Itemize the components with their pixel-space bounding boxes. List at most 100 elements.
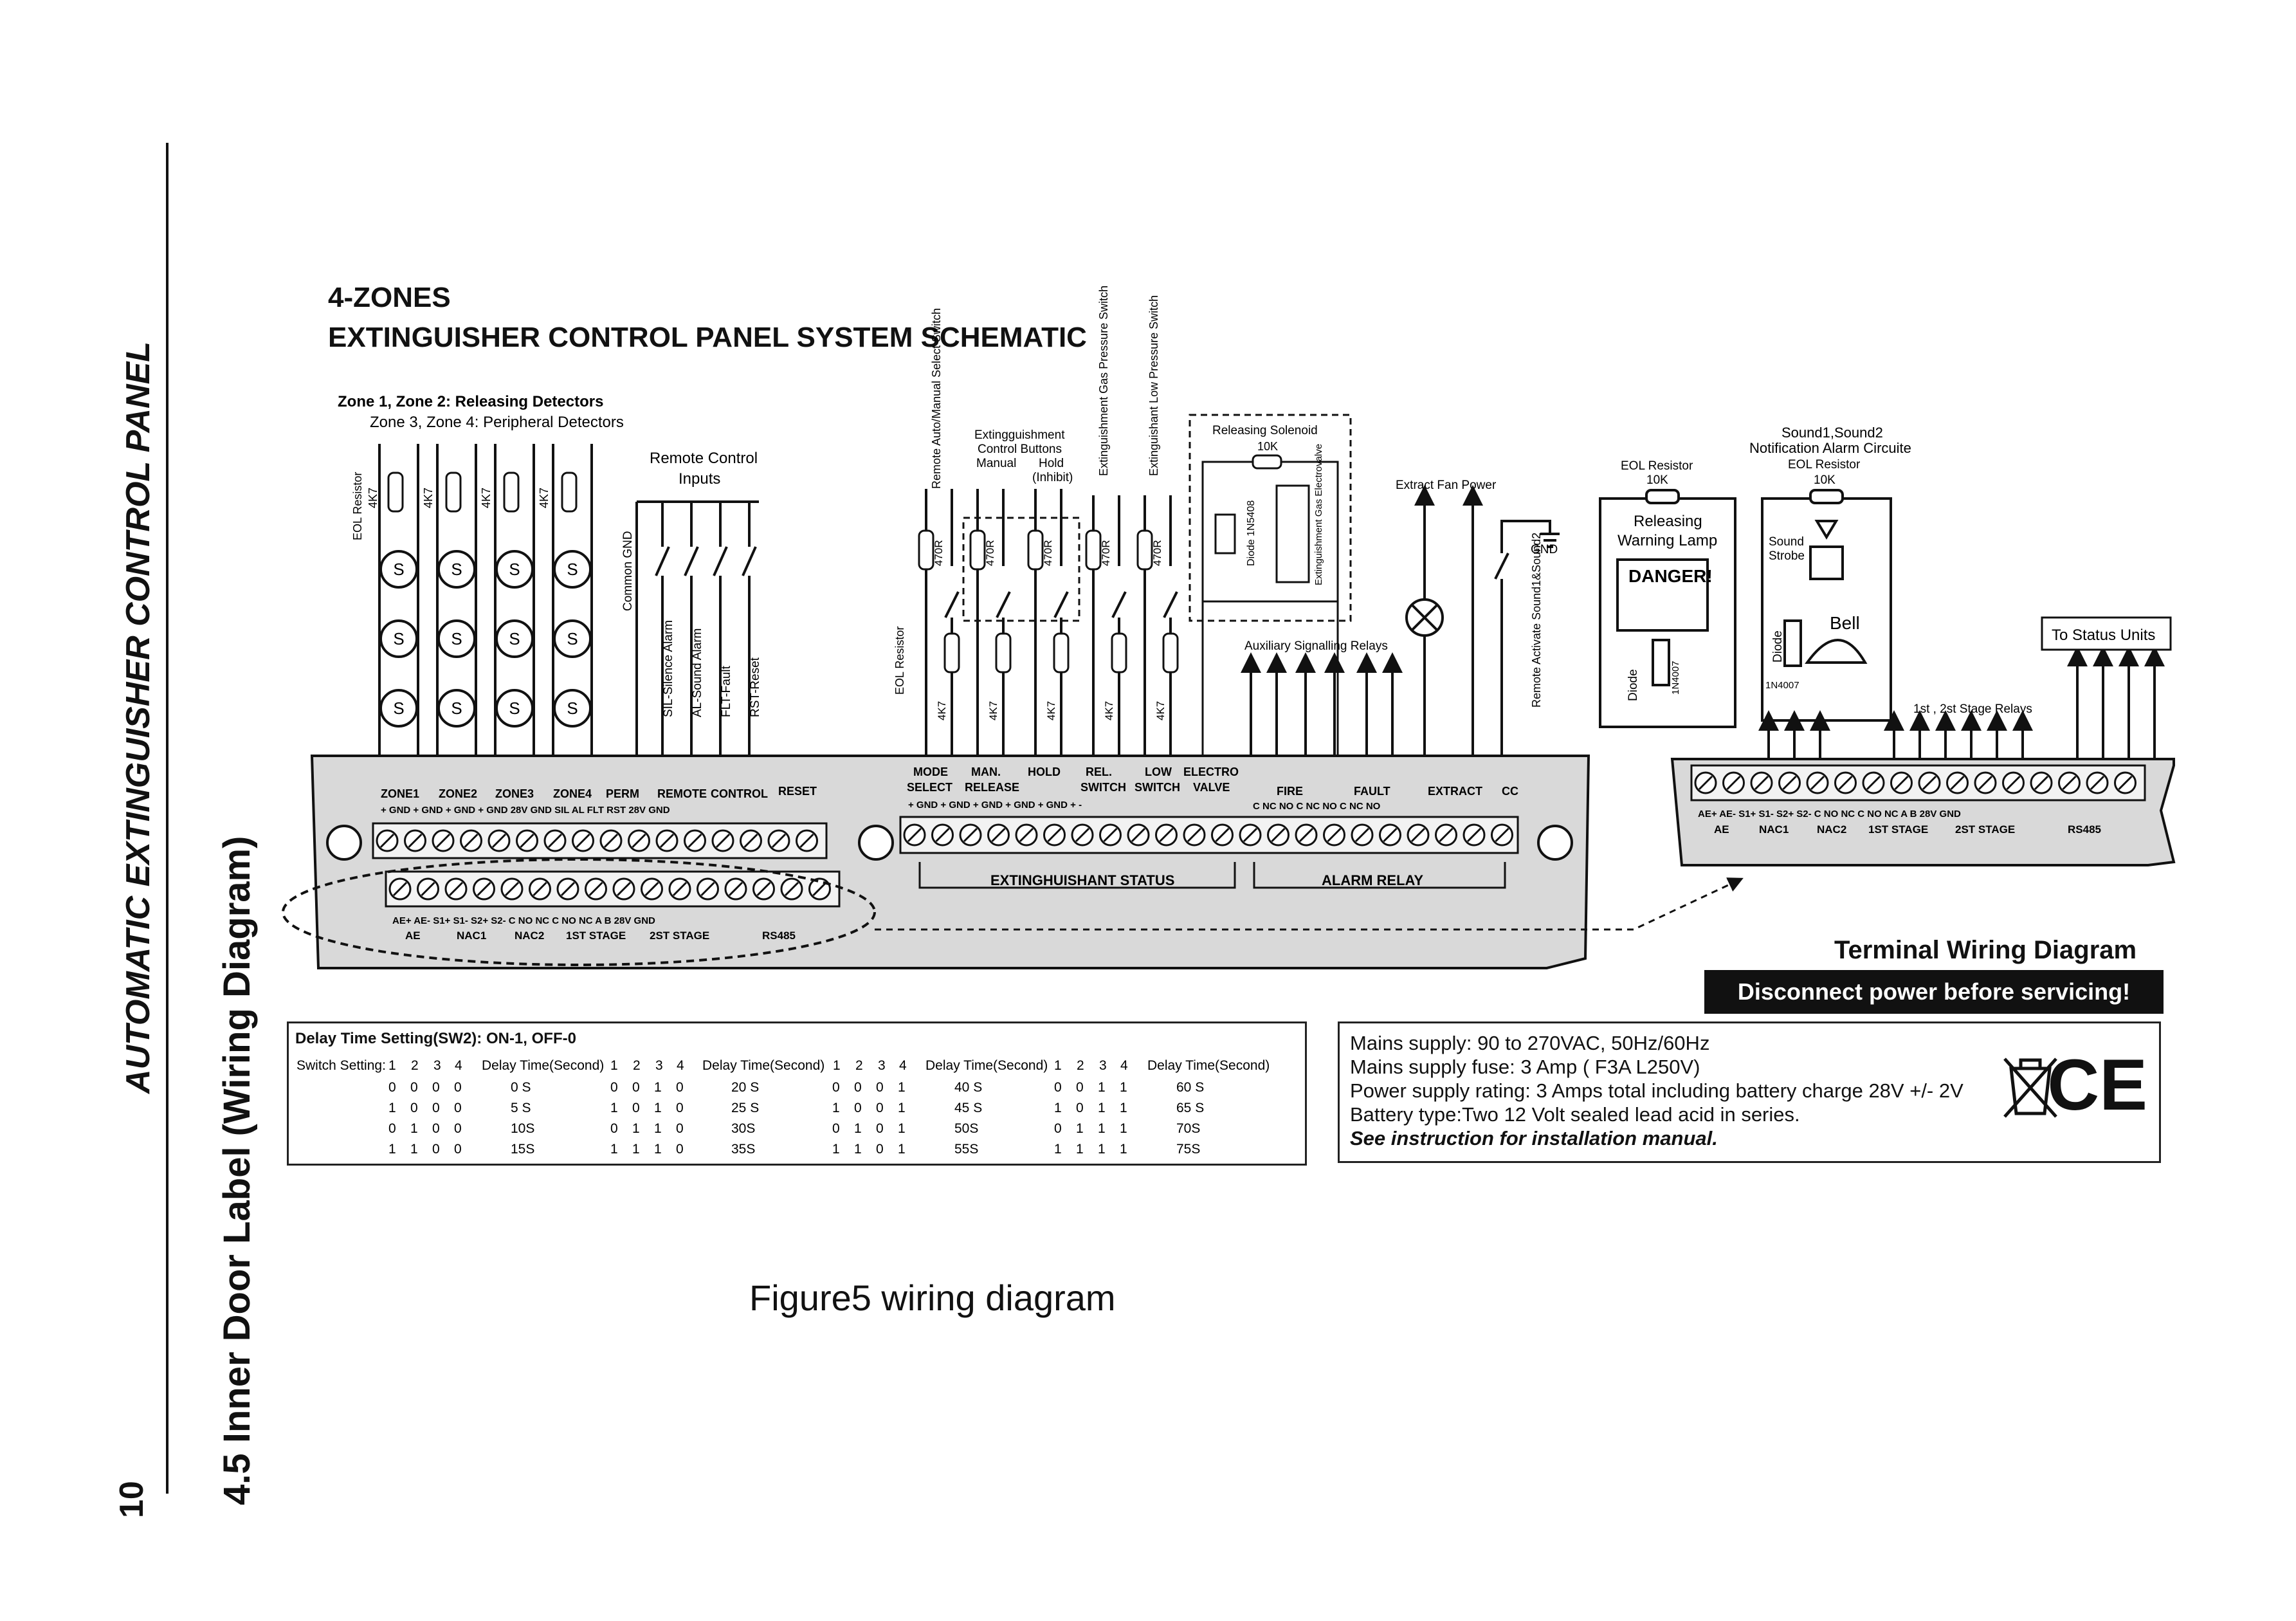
label-1st-stage: 1ST STAGE <box>566 930 626 942</box>
terminal-screw-slot <box>1410 827 1426 843</box>
extinguishant-status-label: EXTINGHUISHANT STATUS <box>990 872 1174 888</box>
terminal-screw-slot <box>644 881 659 897</box>
terminal-screw-slot <box>1439 827 1453 843</box>
label-control: CONTROL <box>711 787 768 800</box>
terminal-screw-slot <box>504 881 520 897</box>
remote-board-connector <box>875 877 1744 931</box>
terminal-screw-slot <box>520 833 534 848</box>
detector-s: S <box>509 699 520 718</box>
delay-switch-bit: 0 <box>454 1101 462 1115</box>
delay-switch-bit: 1 <box>610 1101 618 1115</box>
terminal-screw-slot <box>2090 775 2105 791</box>
terminal-screw-slot <box>659 833 675 848</box>
delay-switch-bit: 1 <box>854 1121 862 1136</box>
ext-gas-electrovalve: Extinguishment Gas Electrovalve <box>1313 444 1324 585</box>
terminal-screw-slot <box>935 827 950 843</box>
terminal-screw-slot <box>1495 827 1509 843</box>
delay-switch-bit: 1 <box>898 1121 906 1136</box>
detector-s: S <box>451 699 462 718</box>
terminal-screw-slot <box>1215 827 1230 843</box>
label-fault: FAULT <box>1354 785 1390 798</box>
delay-time-value: 25 S <box>731 1101 759 1115</box>
delay-switch-bit: 0 <box>610 1121 618 1136</box>
label-reset: RESET <box>778 785 817 798</box>
terminal-screw-slot <box>588 881 603 897</box>
sound-title-2: Notification Alarm Circuite <box>1749 440 1911 456</box>
terminal-screw-slot <box>448 881 464 897</box>
label-low: LOW <box>1145 765 1172 778</box>
ext-buttons-1: Extingguishment <box>974 428 1065 442</box>
delay-switch-bit: 0 <box>876 1142 884 1157</box>
delay-switch-bit: 0 <box>454 1142 462 1157</box>
terminal-screw-slot <box>547 833 563 848</box>
releasing-lamp-1: Releasing <box>1634 513 1702 530</box>
terminal-screw-slot <box>408 833 423 848</box>
r-4k7: 4K7 <box>987 701 999 720</box>
delay-time-value: 65 S <box>1176 1101 1204 1115</box>
delay-switch-bit: 0 <box>610 1080 618 1095</box>
terminal-screw-slot <box>1187 827 1202 843</box>
label-zone-polarity: + GND + GND + GND + GND 28V GND SIL AL F… <box>381 805 670 816</box>
terminal-screw-slot <box>576 833 590 848</box>
eol-resistor-sound: EOL Resistor <box>1788 458 1861 472</box>
terminal-screw-slot <box>379 833 395 848</box>
eol-resistor-label-mid: EOL Resistor <box>893 627 906 695</box>
delay-time-value: 15S <box>511 1142 534 1157</box>
delay-switch-bit: 0 <box>410 1101 418 1115</box>
label-rel: REL. <box>1086 765 1112 778</box>
delay-header-cell: 4 <box>455 1058 462 1073</box>
terminal-screw-slot <box>533 881 547 897</box>
delay-switch-bit: 1 <box>1098 1121 1106 1136</box>
delay-header-cell: Switch Setting: <box>296 1058 386 1073</box>
label-remote: REMOTE <box>657 787 707 800</box>
d-1n4007-sound: 1N4007 <box>1765 680 1799 691</box>
delay-switch-bit: 1 <box>898 1080 906 1095</box>
r-470r: 470R <box>1042 540 1054 566</box>
delay-switch-bit: 1 <box>654 1121 662 1136</box>
terminal-screw-slot <box>392 881 408 897</box>
bell-label: Bell <box>1830 613 1860 633</box>
ext-button-dashed-box <box>962 517 1080 622</box>
terminal-screw-slot <box>700 881 715 897</box>
status-brackets <box>918 862 1506 889</box>
r-470r: 470R <box>984 540 996 566</box>
mount-hole-right <box>1537 825 1573 861</box>
terminal-screw-slot <box>1866 775 1881 791</box>
gas-pressure-label: Extinguishment Gas Pressure Switch <box>1097 286 1110 476</box>
label-2st-stage: 2ST STAGE <box>650 930 709 942</box>
remote-control-label-1: Remote Control <box>650 450 758 467</box>
r-4k7: 4K7 <box>1154 701 1167 720</box>
warning-banner: Disconnect power before servicing! <box>1704 970 2164 1014</box>
releasing-solenoid-label: Releasing Solenoid <box>1212 424 1318 437</box>
terminal-screw-slot <box>1047 827 1062 843</box>
terminal-screws-remote <box>1694 771 2137 794</box>
r-470r: 470R <box>1100 540 1112 566</box>
r-4k7: 4K7 <box>1103 701 1115 720</box>
delay-time-value: 30S <box>731 1121 755 1136</box>
terminal-screw-slot <box>1075 827 1090 843</box>
delay-header-cell: 3 <box>655 1058 663 1073</box>
spec-see-instruction: See instruction for installation manual. <box>1350 1127 1718 1149</box>
label-switch-2: SWITCH <box>1134 781 1180 794</box>
delay-switch-bit: 1 <box>1076 1121 1084 1136</box>
r-4k7: 4K7 <box>422 488 435 508</box>
r-470r: 470R <box>933 540 945 566</box>
detector-s: S <box>567 629 578 648</box>
delay-time-value: 20 S <box>731 1080 759 1095</box>
al-label: AL-Sound Alarm <box>691 628 704 717</box>
terminal-screw-slot <box>1950 775 1965 791</box>
terminal-screw-slot <box>632 833 646 848</box>
terminal-screw-slot <box>1698 775 1713 791</box>
delay-time-value: 10S <box>511 1121 534 1136</box>
lower-strip-bottom-labels: AE NAC1 NAC2 1ST STAGE 2ST STAGE RS485 <box>405 930 796 942</box>
delay-header-cell: 3 <box>878 1058 886 1073</box>
zones-label-1: Zone 1, Zone 2: Releasing Detectors <box>338 393 603 410</box>
detector-s: S <box>567 560 578 579</box>
label-rs485-remote: RS485 <box>2068 823 2101 836</box>
specs-box: Mains supply: 90 to 270VAC, 50Hz/60Hz Ma… <box>1338 1021 2161 1163</box>
delay-switch-bit: 0 <box>876 1080 884 1095</box>
terminal-screw-slot <box>1298 827 1314 843</box>
terminal-screw-slot <box>991 827 1006 843</box>
spec-mains-supply: Mains supply: 90 to 270VAC, 50Hz/60Hz <box>1350 1032 1710 1054</box>
remote-strip-top-labels: AE+ AE- S1+ S1- S2+ S2- C NO NC C NO NC … <box>1698 809 1961 820</box>
